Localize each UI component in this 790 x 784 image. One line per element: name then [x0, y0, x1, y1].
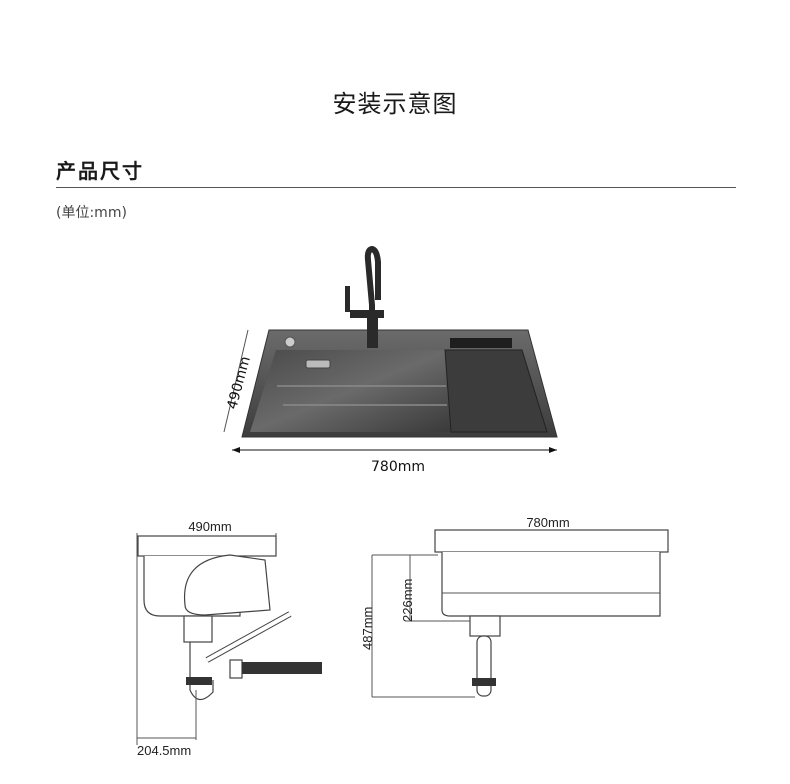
sink-product-image	[241, 245, 558, 438]
front-width-label: 780mm	[526, 515, 569, 530]
page-title: 安装示意图	[332, 90, 458, 118]
section-title: 产品尺寸	[56, 159, 144, 183]
unit-note: (单位:mm)	[56, 205, 127, 221]
front-view-drawing: 780mm 226mm 487mm	[360, 515, 669, 698]
divider	[56, 187, 736, 188]
bowl-depth-label: 226mm	[400, 579, 415, 622]
faucet	[345, 245, 384, 348]
side-view-drawing: 490mm 204.5mm	[136, 519, 322, 758]
width-label: 780mm	[371, 459, 425, 475]
side-depth-label: 490mm	[188, 519, 231, 534]
depth-label: 490mm	[224, 355, 253, 411]
total-height-label: 487mm	[360, 607, 375, 650]
width-dimension-780: 780mm	[232, 447, 557, 475]
drain-offset-label: 204.5mm	[137, 743, 191, 758]
